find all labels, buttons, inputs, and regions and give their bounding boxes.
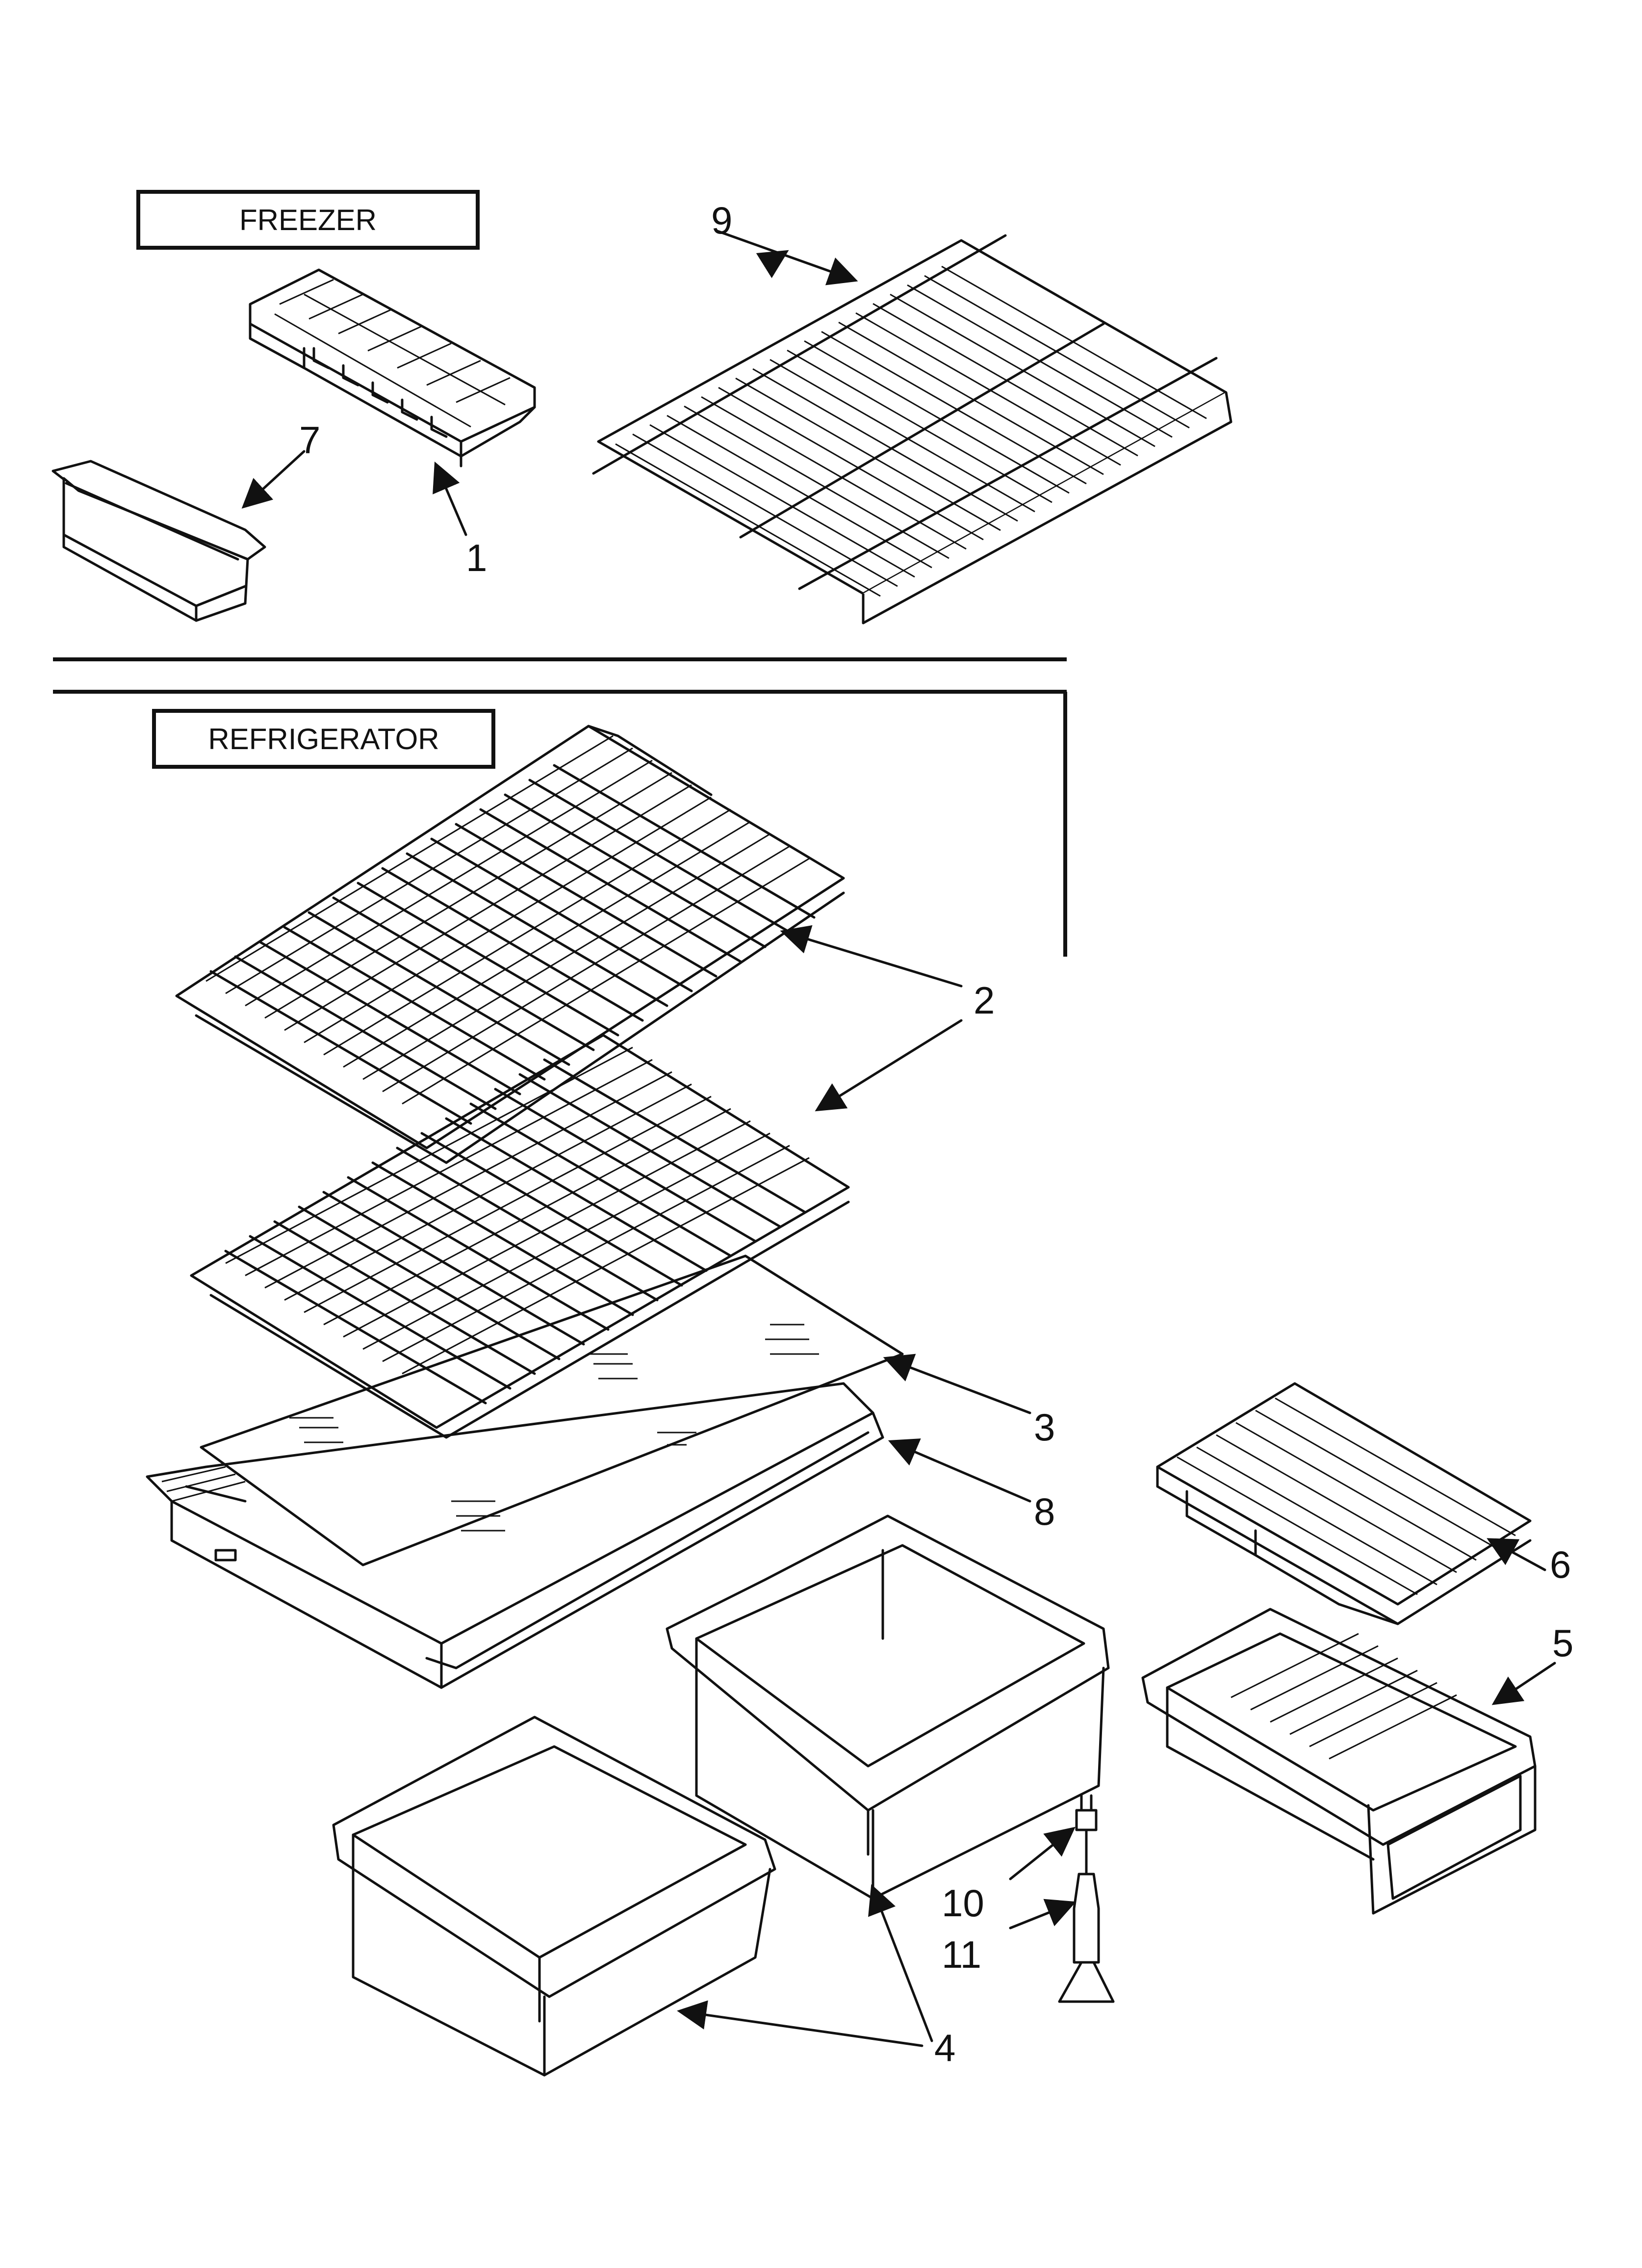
freezer-label: FREEZER (136, 190, 480, 250)
leader-3 (883, 1354, 1031, 1414)
leader-7 (241, 450, 306, 509)
crisper-cover-part-8 (146, 1382, 884, 1689)
ice-tray-part-1 (249, 268, 536, 468)
refrigerator-label: REFRIGERATOR (152, 709, 495, 769)
callout-7: 7 (299, 418, 321, 462)
refrigerator-shelf-upper-part-2 (175, 725, 845, 1164)
door-bin-part-7 (51, 460, 266, 622)
leader-5 (1491, 1662, 1556, 1705)
leader-2-lower (815, 1019, 963, 1112)
crisper-drawer-right-part-4 (666, 1514, 1110, 1900)
leveling-leg-parts-10-11 (1058, 1794, 1115, 2003)
refrigerator-shelf-lower-part-2 (190, 1034, 850, 1439)
refrigerator-label-text: REFRIGERATOR (208, 722, 439, 756)
leader-4-right (868, 1884, 933, 2042)
leader-11 (1009, 1899, 1077, 1929)
leader-1 (433, 461, 467, 536)
leader-2-upper (780, 925, 963, 988)
callout-5: 5 (1552, 1621, 1574, 1665)
leader-10 (1009, 1826, 1076, 1880)
leader-8 (888, 1438, 1031, 1503)
freezer-label-text: FREEZER (239, 203, 377, 236)
callout-10: 10 (942, 1881, 984, 1925)
callout-3: 3 (1034, 1406, 1055, 1449)
callout-8: 8 (1034, 1490, 1055, 1533)
leader-lines (241, 229, 1556, 2047)
small-shelf-part-6 (1156, 1382, 1532, 1625)
leader-6 (1487, 1538, 1546, 1571)
callout-9: 9 (711, 199, 733, 242)
callout-4: 4 (934, 2026, 956, 2069)
leader-9 (715, 229, 858, 286)
callout-1: 1 (466, 536, 487, 579)
callout-11: 11 (942, 1933, 981, 1976)
freezer-shelf-part-9 (592, 234, 1232, 625)
leader-4-left (677, 2000, 924, 2047)
callout-6: 6 (1550, 1543, 1571, 1586)
crisper-drawer-left-part-4 (332, 1716, 776, 2077)
meat-drawer-part-5 (1141, 1608, 1537, 1915)
glass-panel-part-3 (200, 1254, 904, 1566)
callout-2: 2 (974, 979, 995, 1022)
